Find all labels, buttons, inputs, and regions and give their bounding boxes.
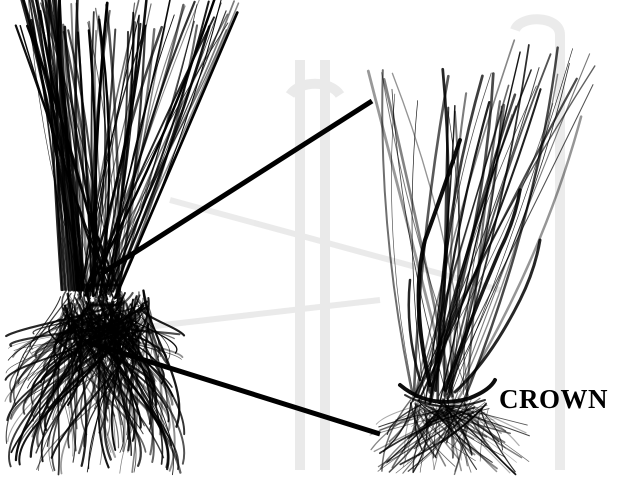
crown-label: CROWN [499, 386, 608, 413]
full-plant-drawing [5, 0, 238, 475]
root-mass [5, 285, 184, 475]
